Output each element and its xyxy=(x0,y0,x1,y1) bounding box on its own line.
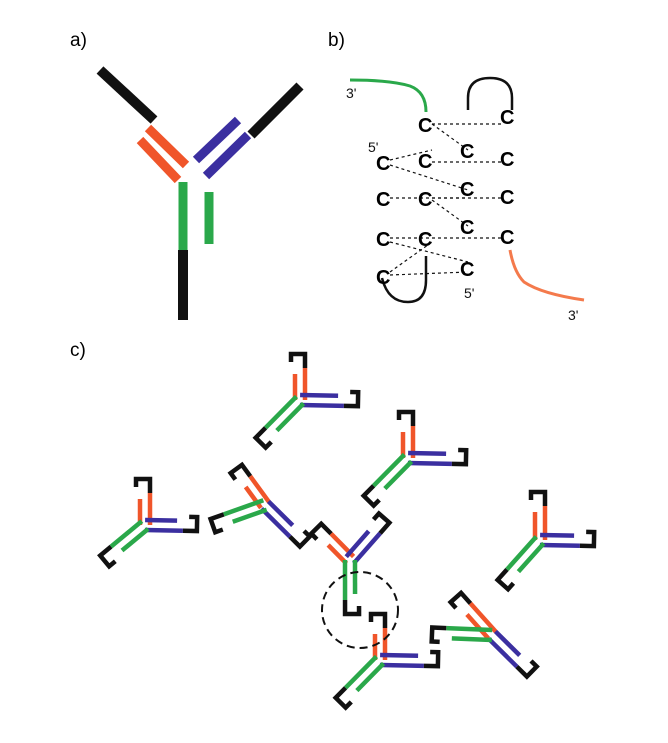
base-c: C xyxy=(376,267,390,289)
strand-blue-outer xyxy=(202,131,252,180)
strand-blue-inner xyxy=(192,116,242,164)
base-c: C xyxy=(376,229,390,251)
base-letters: C C C C C C C C C C C C C C C C xyxy=(376,107,514,289)
bottom-5prime-label: 5' xyxy=(464,285,474,301)
end-hook xyxy=(396,409,416,426)
end-hook xyxy=(360,484,381,509)
arm-strand xyxy=(516,541,546,574)
bottom-loop xyxy=(380,256,428,304)
arm-strand xyxy=(299,402,344,409)
arm-strand xyxy=(344,529,371,559)
green-strand-3prime-label: 3' xyxy=(346,85,356,101)
top-loop xyxy=(466,76,514,110)
panel-a-y-junction xyxy=(96,66,304,320)
arm-strand xyxy=(408,450,447,457)
arm-strand xyxy=(465,612,490,640)
arm-strand xyxy=(109,519,144,549)
panel-b-i-motif: C C C C C C C C C C C C C C C C 3' 5' 5'… xyxy=(346,76,585,323)
arm-strand xyxy=(446,625,493,633)
arm-strand xyxy=(379,662,424,669)
arm-right-black xyxy=(247,82,304,139)
arm-strand xyxy=(300,392,339,399)
left-5prime-label: 5' xyxy=(368,139,378,155)
arm-strand xyxy=(259,506,292,539)
end-hook xyxy=(133,476,153,493)
arm-strand xyxy=(486,636,519,669)
arm-strand xyxy=(222,498,265,517)
end-hook xyxy=(447,589,473,610)
end-hook xyxy=(528,489,548,506)
end-hook xyxy=(252,426,273,451)
end-hook xyxy=(423,649,441,669)
base-c: C xyxy=(418,189,432,211)
base-c: C xyxy=(500,107,514,129)
panel-a-label: a) xyxy=(70,30,87,51)
base-c: C xyxy=(500,187,514,209)
end-hook xyxy=(182,514,200,534)
arm-strand xyxy=(248,474,271,504)
end-hook xyxy=(288,351,308,368)
base-c: C xyxy=(500,149,514,171)
arm-strand xyxy=(383,459,414,491)
base-c: C xyxy=(460,217,474,239)
end-hook xyxy=(368,611,388,628)
end-hook xyxy=(371,510,393,535)
strand-red-inner xyxy=(136,136,182,184)
base-c: C xyxy=(418,151,432,173)
arm-strand xyxy=(275,401,306,433)
panel-b-label: b) xyxy=(328,30,345,51)
end-hook xyxy=(343,389,361,409)
end-hook xyxy=(579,529,597,549)
orange-strand-3prime-label: 3' xyxy=(568,307,578,323)
arm-strand xyxy=(263,394,299,430)
arm-strand xyxy=(120,527,150,553)
base-c: C xyxy=(460,141,474,163)
end-hook xyxy=(515,659,540,680)
arm-strand xyxy=(407,460,452,467)
end-hook xyxy=(342,600,362,617)
arm-strand xyxy=(352,531,382,565)
arm-strand xyxy=(343,654,379,690)
end-hook xyxy=(451,447,469,467)
panel-c-network xyxy=(97,351,597,711)
orange-strand xyxy=(508,249,585,302)
end-hook xyxy=(288,529,313,550)
green-strand xyxy=(349,78,428,113)
end-hook xyxy=(227,461,253,481)
base-c: C xyxy=(376,189,390,211)
panel-c-label: c) xyxy=(70,340,86,361)
end-hook xyxy=(332,686,353,711)
strand-red-outer xyxy=(144,124,190,169)
base-c: C xyxy=(418,229,432,251)
arm-strand xyxy=(493,629,522,657)
highlight-circle xyxy=(321,571,399,649)
arm-left-black xyxy=(96,66,158,124)
arm-strand xyxy=(266,499,295,527)
arm-strand xyxy=(540,532,575,538)
base-c: C xyxy=(460,179,474,201)
end-hook xyxy=(97,544,117,570)
arm-strand xyxy=(468,601,498,634)
base-c: C xyxy=(418,115,432,137)
arm-strand xyxy=(232,507,268,524)
arm-strand xyxy=(539,542,580,549)
arm-strand xyxy=(243,485,263,510)
arm-strand xyxy=(505,535,538,571)
end-hook xyxy=(429,625,447,645)
end-hook xyxy=(308,520,333,541)
base-c: C xyxy=(460,259,474,281)
hydrogen-bonds xyxy=(389,123,502,276)
base-c: C xyxy=(500,227,514,249)
end-hook xyxy=(207,512,225,536)
base-c: C xyxy=(376,153,390,175)
end-hook xyxy=(494,567,516,593)
arm-strand xyxy=(380,652,419,659)
arm-strand xyxy=(144,527,183,534)
arm-strand xyxy=(371,452,407,488)
arm-strand xyxy=(355,661,386,693)
arm-strand xyxy=(451,636,492,643)
arm-strand xyxy=(145,517,178,523)
